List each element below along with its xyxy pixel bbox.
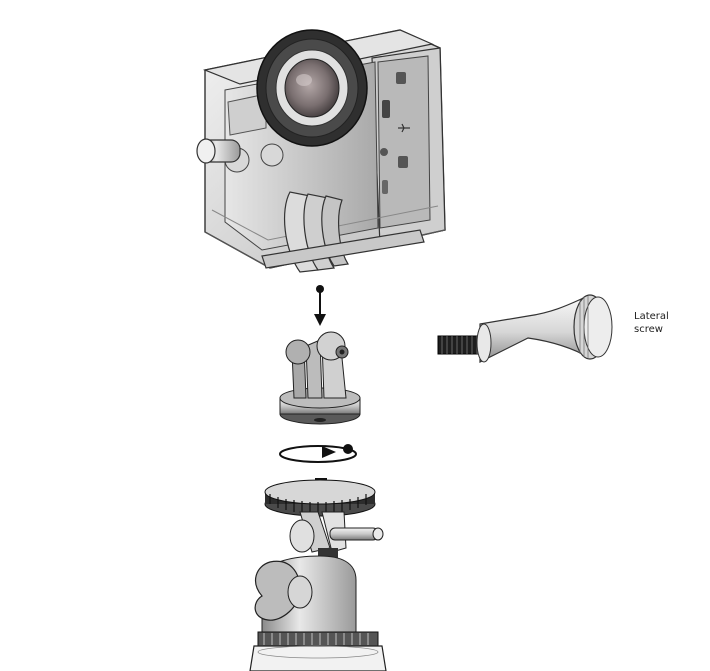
tripod-head: [249, 478, 387, 671]
camera-housing: [196, 29, 446, 273]
usb-icon: [398, 123, 410, 133]
port-hdmi: [396, 72, 406, 84]
lateral-screw-label: Lateral screw: [634, 310, 669, 336]
down-arrow-icon: [314, 285, 326, 326]
rotate-arrow-icon: [279, 444, 357, 463]
housing-latch-knob: [196, 138, 241, 164]
camera-lens: [256, 29, 368, 147]
port-micro: [382, 100, 390, 118]
tripod-adapter: [279, 331, 361, 425]
lateral-screw: [437, 294, 613, 363]
lateral-screw-label-line1: Lateral: [634, 311, 669, 322]
lateral-screw-label-line2: screw: [634, 324, 663, 335]
